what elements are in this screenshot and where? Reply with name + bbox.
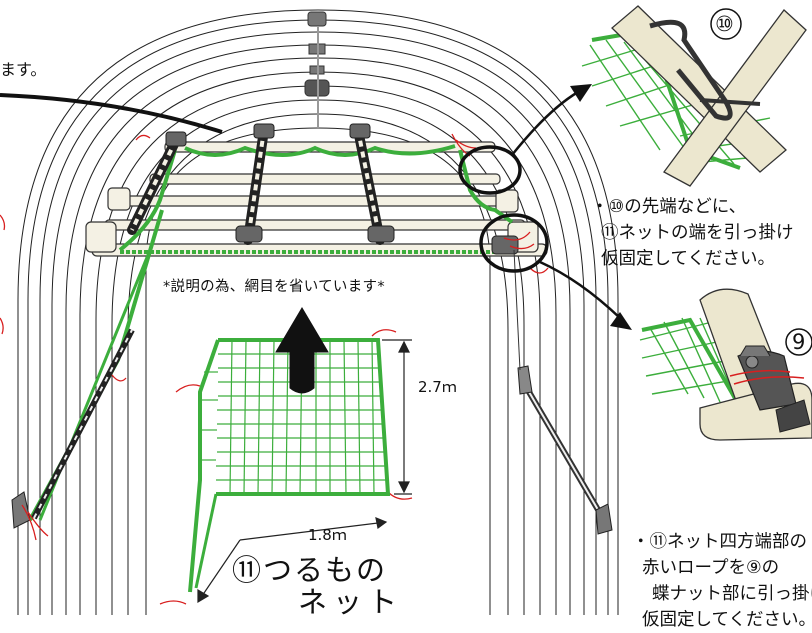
callout-lower-line-4: 仮固定してください。 — [642, 610, 812, 630]
callout-lower-line-2: 赤いロープを⑨の — [642, 558, 780, 578]
callout-circles — [458, 145, 549, 273]
net-name-line-2: ネット — [298, 585, 404, 619]
top-left-fragment: ます。 — [0, 60, 47, 79]
callout-lower-line-1: ・⑪ネット四方端部の — [632, 532, 807, 552]
callout-arrows — [511, 90, 621, 319]
callout-lower: ・⑪ネット四方端部の 赤いロープを⑨の 蝶ナット部に引っ掛け 仮固定してください… — [632, 529, 812, 633]
dimension-lines — [197, 339, 412, 604]
ridge-clips — [304, 11, 330, 128]
detail-inset-lower — [639, 288, 812, 441]
badge-9: 9 — [792, 330, 806, 354]
badge-10: ⑩ — [715, 12, 734, 36]
net-name-line-1: ⑪つるもの — [232, 553, 388, 587]
red-ropes — [0, 133, 549, 605]
callout-upper-line-2: ⑪ネットの端を引っ掛け — [601, 223, 794, 243]
explanation-note: *説明の為、網目を省いています* — [163, 279, 385, 295]
callout-upper-line-1: ・⑩の先端などに、 — [591, 197, 747, 217]
vertical-poles — [127, 123, 519, 255]
height-dimension-label: 2.7ｍ — [418, 378, 457, 396]
callout-lower-line-3: 蝶ナット部に引っ掛け — [652, 584, 812, 604]
callout-upper: ・⑩の先端などに、 ⑪ネットの端を引っ掛け 仮固定してください。 — [591, 194, 794, 272]
upward-arrow — [275, 307, 329, 394]
width-dimension-label: 1.8ｍ — [308, 526, 347, 544]
greenhouse-net-diagram — [0, 5, 812, 615]
net-top-edges — [118, 144, 514, 254]
callout-arrowheads — [570, 84, 632, 330]
callout-upper-line-3: 仮固定してください。 — [601, 249, 775, 269]
pointer-line — [0, 93, 223, 134]
detail-inset-upper — [581, 5, 807, 187]
side-poles — [11, 209, 613, 535]
